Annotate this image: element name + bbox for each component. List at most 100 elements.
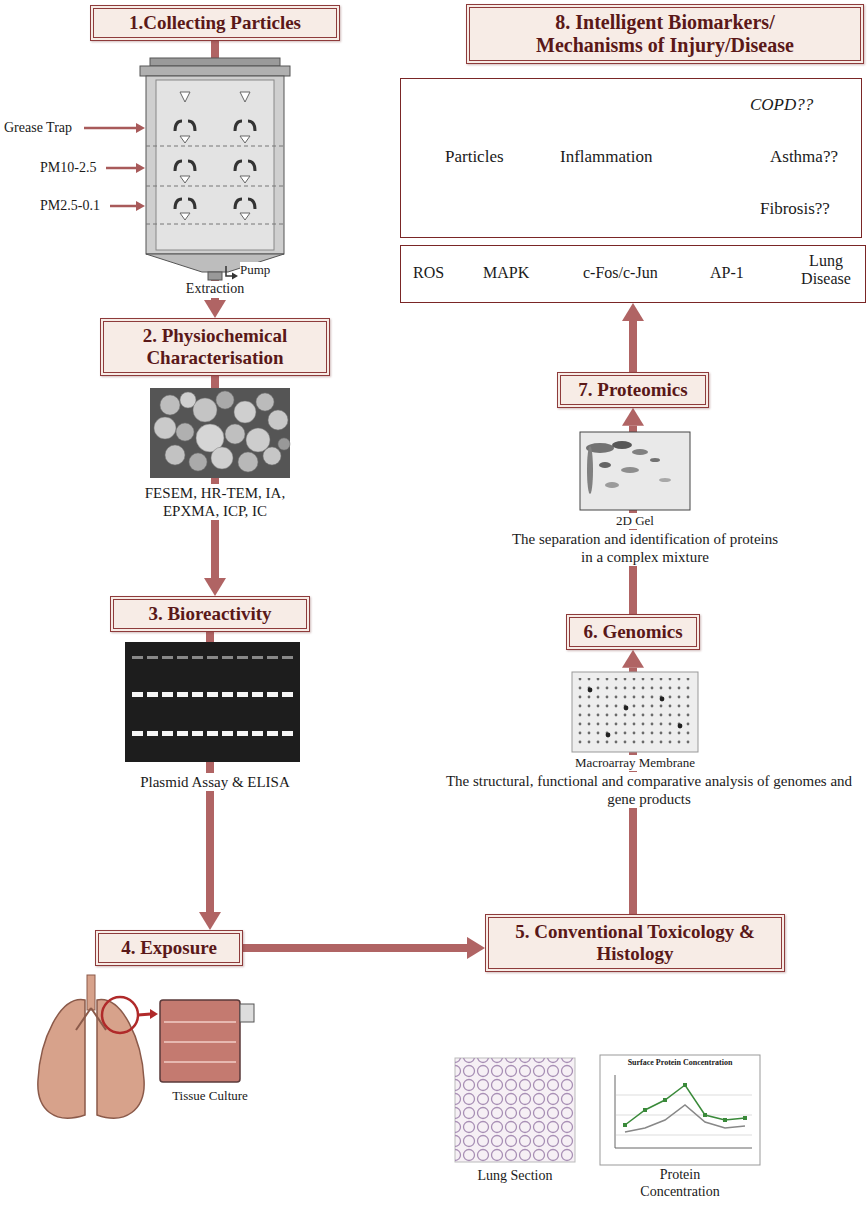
- particle-collector: [226, 266, 233, 276]
- step-box: 4. Exposure: [95, 930, 243, 966]
- particle-collector: [180, 136, 190, 143]
- sem-micrograph: [246, 428, 270, 452]
- protein-2d-gel: [599, 462, 611, 468]
- protein-2d-gel: [632, 449, 648, 455]
- leader-arrow: [84, 127, 138, 130]
- particle-collector: [146, 146, 284, 147]
- protein-chart: [703, 1113, 707, 1117]
- particle-collector: [180, 213, 190, 220]
- sem-micrograph: [238, 452, 258, 472]
- flow-term: Particles: [441, 147, 508, 167]
- box-title: 4. Exposure: [107, 937, 231, 959]
- macroarray-membrane: [660, 697, 665, 702]
- particle-collector: [146, 186, 284, 187]
- flow-term: Fibrosis??: [756, 199, 834, 219]
- pathway-term: Lung Disease: [793, 252, 859, 289]
- flow-term: COPD??: [746, 95, 817, 115]
- caption: Macroarray Membrane: [560, 755, 710, 771]
- caption: Protein Concentration: [630, 1167, 730, 1201]
- box-title: 5. Conventional Toxicology & Histology: [497, 921, 773, 965]
- sem-micrograph: [193, 398, 217, 422]
- plasmid-gel: [125, 642, 300, 762]
- sem-micrograph: [189, 453, 207, 471]
- box-title: 3. Bioreactivity: [122, 603, 298, 625]
- particle-collector: [156, 80, 274, 250]
- pathway-term: AP-1: [706, 264, 748, 282]
- protein-chart: [683, 1083, 687, 1087]
- protein-chart: [616, 1115, 752, 1116]
- pathway-term: c-Fos/c-Jun: [579, 264, 662, 282]
- term-text: Particles: [445, 147, 504, 167]
- culture-flask: [160, 1000, 254, 1082]
- group-frame: Particles Inflammation COPD?? Asthma?? Fibro…: [400, 78, 862, 238]
- macroarray-membrane: [572, 672, 698, 752]
- box-title: 8. Intelligent Biomarkers/ Mechanisms of…: [505, 11, 825, 57]
- particle-collector: [140, 58, 290, 280]
- flow-term: Inflammation: [556, 147, 657, 167]
- term-text: MAPK: [483, 264, 529, 282]
- protein-chart: [663, 1098, 667, 1102]
- particle-collector: [146, 76, 284, 254]
- lung-illustration: [102, 997, 138, 1033]
- particle-collector: [180, 176, 190, 183]
- protein-2d-gel: [580, 432, 690, 510]
- sem-micrograph: [278, 438, 290, 450]
- protein-chart: [600, 1055, 760, 1165]
- sem-micrograph: [165, 445, 185, 465]
- flow-arrow: [629, 321, 637, 372]
- part-label: Extraction: [170, 281, 260, 298]
- caption: Plasmid Assay & ELISA: [115, 773, 315, 791]
- macroarray-membrane: [624, 706, 629, 711]
- particle-collector: [208, 272, 222, 280]
- flow-arrow: [243, 944, 467, 952]
- pathway-term: ROS: [409, 264, 448, 282]
- particle-collector: [240, 92, 250, 102]
- sem-micrograph: [154, 417, 176, 439]
- particle-collector: [146, 224, 284, 225]
- sem-micrograph: [225, 424, 245, 444]
- plasmid-gel: [130, 731, 295, 736]
- macroarray-membrane: [678, 724, 683, 729]
- protein-2d-gel: [586, 441, 671, 494]
- sem-micrograph: [216, 391, 234, 409]
- caption: FESEM, HR-TEM, IA, EPXMA, ICP, IC: [115, 484, 315, 520]
- part-label: Pump: [240, 262, 270, 278]
- plasmid-gel: [130, 692, 295, 697]
- protein-chart: [623, 1083, 747, 1127]
- term-text: Asthma??: [770, 147, 838, 167]
- culture-flask: [164, 1021, 236, 1023]
- particle-collector: [240, 213, 250, 220]
- particle-collector: [240, 136, 250, 143]
- step-box: 5. Conventional Toxicology & Histology: [485, 914, 785, 972]
- macroarray-membrane: [578, 678, 692, 746]
- particle-collector: [175, 199, 255, 209]
- particle-collector: [150, 58, 280, 66]
- protein-2d-gel: [621, 467, 639, 473]
- term-text: c-Fos/c-Jun: [583, 264, 658, 282]
- sem-micrograph: [150, 388, 290, 478]
- protein-2d-gel: [659, 478, 671, 482]
- protein-chart: [616, 1095, 752, 1096]
- protein-2d-gel: [580, 432, 690, 510]
- culture-flask: [160, 1000, 240, 1082]
- step-box: 3. Bioreactivity: [110, 596, 310, 632]
- protein-chart: [743, 1116, 747, 1120]
- particle-collector: [140, 66, 290, 76]
- term-text: COPD??: [750, 95, 813, 115]
- leader-arrow: [136, 123, 145, 133]
- sem-micrograph: [268, 410, 288, 430]
- macroarray-membrane: [588, 688, 593, 693]
- step-box: 7. Proteomics: [557, 372, 709, 408]
- group-frame: ROS MAPK c-Fos/c-Jun AP-1 Lung Disease: [400, 245, 866, 303]
- protein-chart: [643, 1108, 647, 1112]
- leader-arrow: [136, 163, 145, 173]
- term-text: Inflammation: [560, 147, 653, 167]
- plasmid-gel: [125, 642, 300, 762]
- box-title: 6. Genomics: [578, 621, 688, 643]
- protein-chart: [623, 1123, 627, 1127]
- box-title: 2. Physiochemical Characterisation: [112, 325, 318, 369]
- macroarray-membrane: [606, 733, 611, 738]
- particle-collector: [175, 121, 255, 131]
- protein-2d-gel: [650, 458, 660, 462]
